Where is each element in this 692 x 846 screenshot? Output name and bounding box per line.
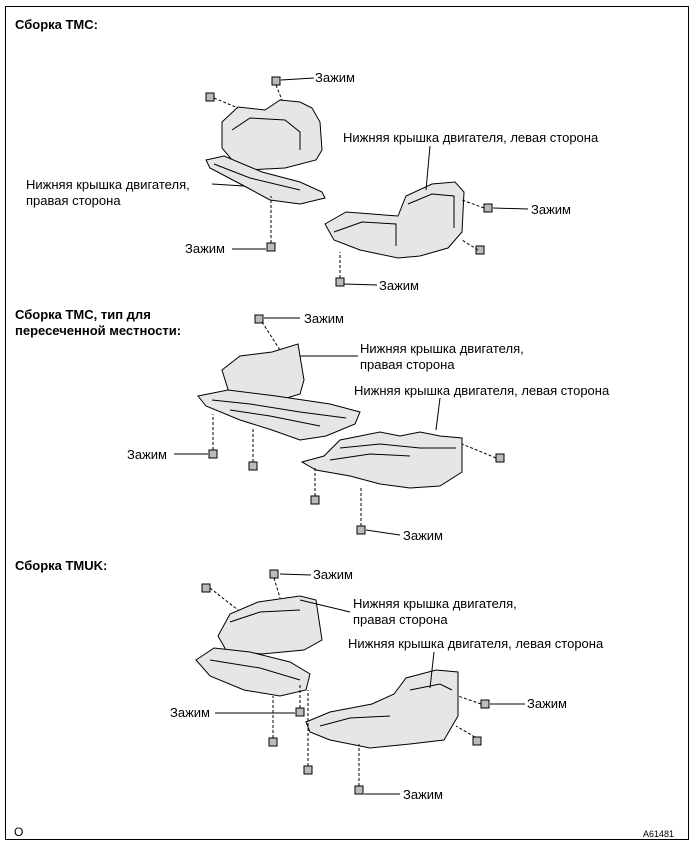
s1-clip-top-label: Зажим [315,70,355,85]
section-3-drawing [195,569,525,795]
s3-clip-right-label: Зажим [527,696,567,711]
s2-cover-right-line-2: правая сторона [360,357,455,372]
s2-left-cover [300,431,463,489]
section-2-heading-line-2: пересеченной местности: [15,323,182,338]
section-1-heading-line: Сборка TMC: [15,17,98,32]
s2-clip-top-label: Зажим [304,311,344,326]
s3-cover-left-label: Нижняя крышка двигателя, левая сторона [348,636,604,651]
s3-clip-top-label: Зажим [313,567,353,582]
section-3-heading-line: Сборка TMUK: [15,558,108,573]
page-mark: O [14,825,24,839]
s2-dashed-lines [212,321,497,526]
s2-clip-left-label: Зажим [127,447,167,462]
section-2-heading-line-1: Сборка TMC, тип для [15,307,151,322]
section-1-drawing [205,76,529,287]
s3-cover-right-line-1: Нижняя крышка двигателя, [353,596,517,611]
figure-frame [5,6,689,840]
s3-leaders [215,573,525,795]
s3-cover-right-line-2: правая сторона [353,612,448,627]
s3-clip-bottom-label: Зажим [403,787,443,802]
s1-dashed-lines [213,84,485,278]
s1-right-cover [205,99,326,205]
s1-clip-bottom-label: Зажим [379,278,419,293]
section-2-heading: Сборка TMC, тип для пересеченной местнос… [15,307,181,339]
s2-leaders [174,317,441,536]
s1-clip-left-label: Зажим [185,241,225,256]
s2-cover-left-label: Нижняя крышка двигателя, левая сторона [354,383,610,398]
s2-cover-right-line-1: Нижняя крышка двигателя, [360,341,524,356]
s3-dashed-lines [209,577,482,786]
s1-cover-left-label: Нижняя крышка двигателя, левая сторона [343,130,599,145]
s3-cover-right-label: Нижняя крышка двигателя, правая сторона [353,596,517,628]
s2-clip-bottom-label: Зажим [403,528,443,543]
s2-cover-right-label: Нижняя крышка двигателя, правая сторона [360,341,524,373]
section-2-drawing [174,314,505,536]
s1-cover-right-line-1: Нижняя крышка двигателя, [26,177,190,192]
s1-cover-right-label: Нижняя крышка двигателя, правая сторона [26,177,190,209]
s3-right-cover [195,595,323,697]
figure-code: A61481 [643,829,675,839]
section-1-heading: Сборка TMC: [15,17,98,33]
s2-right-cover [197,343,361,441]
s1-cover-right-line-2: правая сторона [26,193,121,208]
s1-clip-right-label: Зажим [531,202,571,217]
s3-clip-left-label: Зажим [170,705,210,720]
s1-leaders [211,77,529,286]
s1-clips [205,76,493,287]
s1-left-cover [324,181,465,259]
section-3-heading: Сборка TMUK: [15,558,107,574]
s3-left-cover [305,669,459,749]
